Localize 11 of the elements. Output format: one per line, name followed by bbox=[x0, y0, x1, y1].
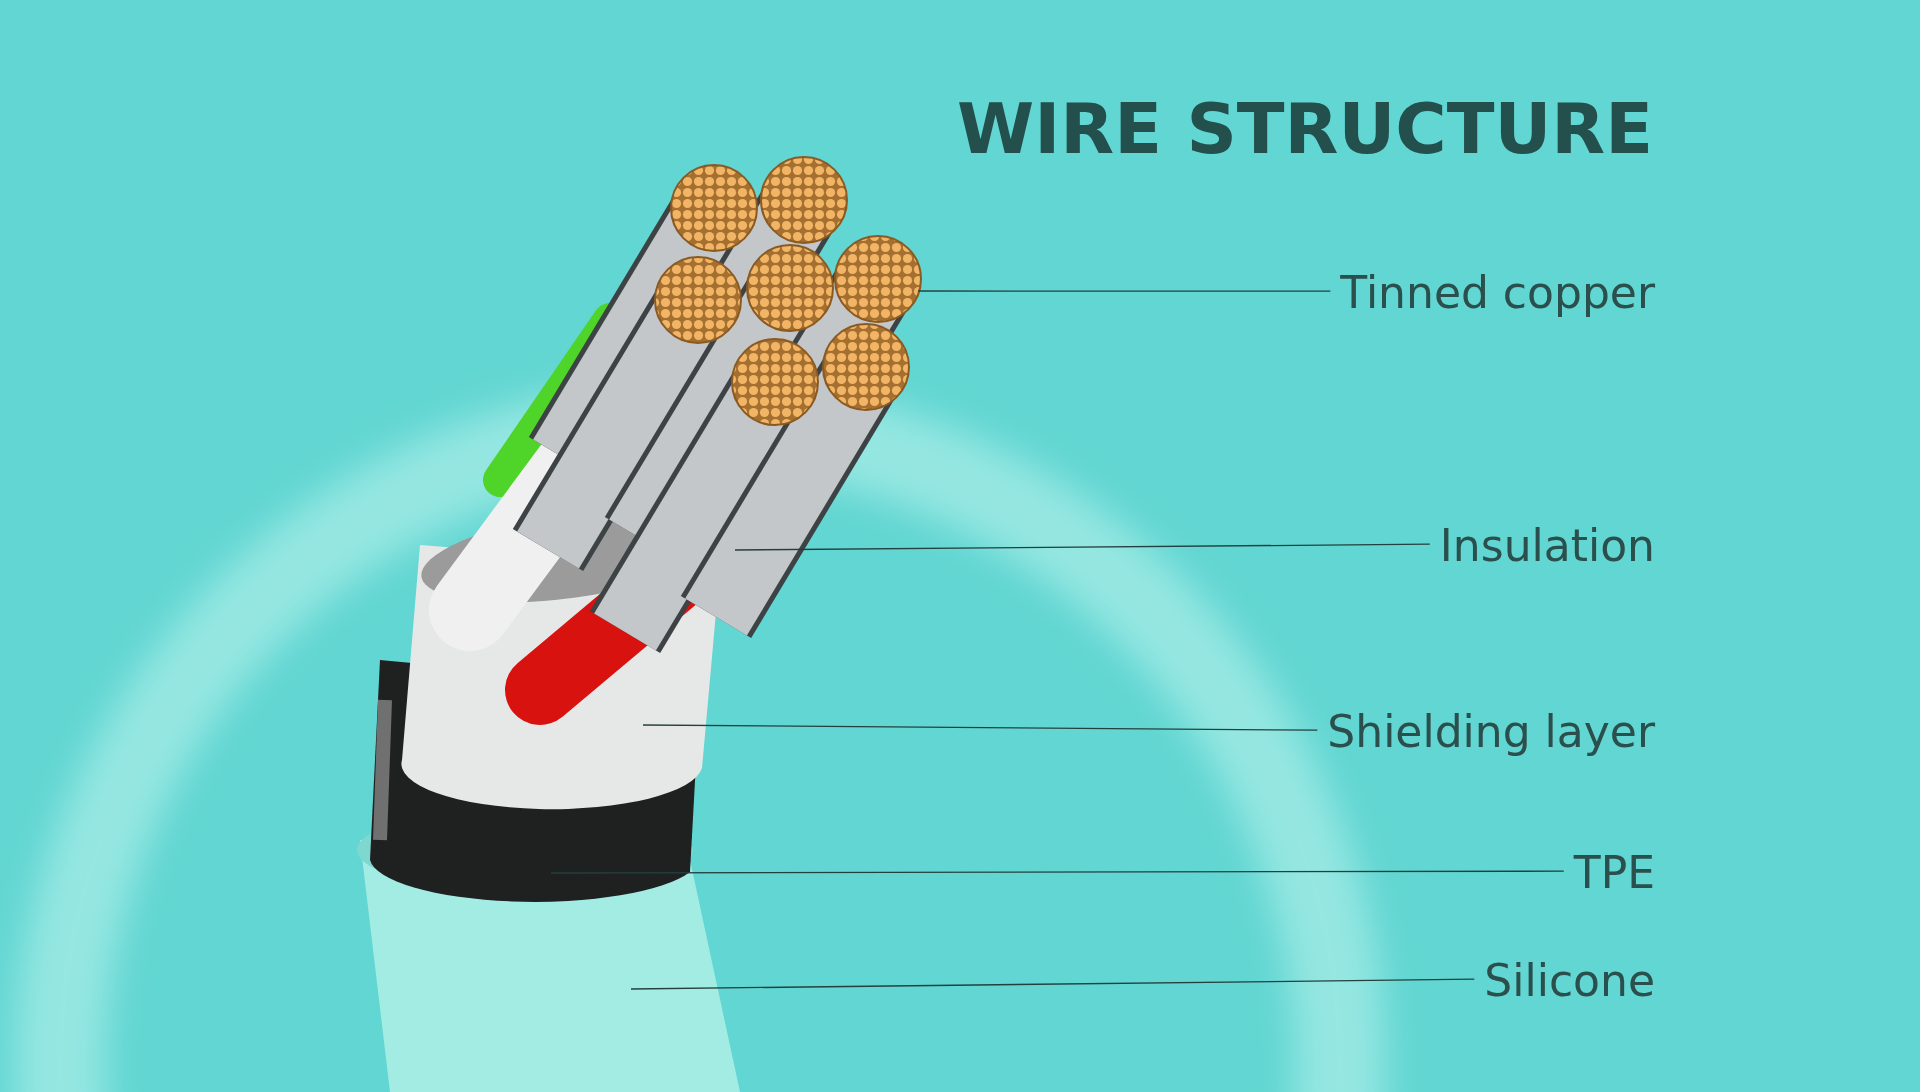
part-label: Tinned copper bbox=[1340, 269, 1655, 318]
leader-line bbox=[917, 290, 1331, 292]
part-label: Shielding layer bbox=[1327, 708, 1655, 757]
leader-line bbox=[734, 543, 1431, 551]
leader-line bbox=[630, 978, 1475, 990]
part-label: Silicone bbox=[1484, 957, 1655, 1006]
leader-line bbox=[550, 870, 1565, 874]
part-label: Insulation bbox=[1439, 522, 1655, 571]
leader-line bbox=[642, 724, 1318, 731]
part-label: TPE bbox=[1573, 849, 1655, 898]
diagram-title: WIRE STRUCTURE bbox=[957, 88, 1653, 170]
